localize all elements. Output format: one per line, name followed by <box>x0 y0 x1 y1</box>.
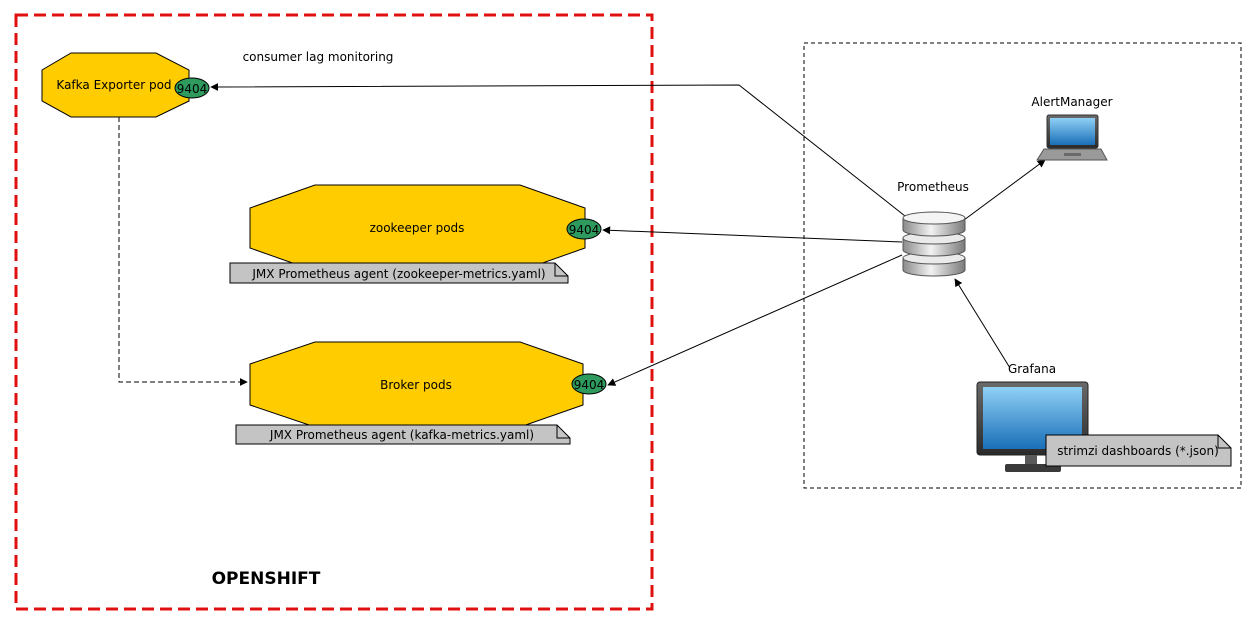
grafana-note: strimzi dashboards (*.json) <box>1045 434 1232 467</box>
prometheus-to-zookeeper-edge <box>602 226 903 243</box>
openshift-boundary <box>14 13 654 611</box>
broker-port-label: 9404 <box>574 378 605 392</box>
broker-port <box>571 373 607 395</box>
alertmanager-label: AlertManager <box>1031 95 1112 109</box>
broker-label: Broker pods <box>380 378 452 392</box>
broker-note: JMX Prometheus agent (kafka-metrics.yaml… <box>235 424 571 445</box>
zookeeper-label: zookeeper pods <box>370 221 465 235</box>
kafka-exporter-pod: Kafka Exporter pod 9404 <box>41 52 210 118</box>
broker-note-text: JMX Prometheus agent (kafka-metrics.yaml… <box>269 428 534 442</box>
kafka-exporter-port <box>174 77 210 99</box>
zookeeper-pods: zookeeper pods 9404 <box>249 184 602 272</box>
zookeeper-note-text: JMX Prometheus agent (zookeeper-metrics.… <box>251 267 545 281</box>
prometheus-label: Prometheus <box>897 180 969 194</box>
zookeeper-port <box>566 218 602 240</box>
grafana-to-prometheus-edge <box>954 278 1011 369</box>
monitoring-boundary <box>803 42 1242 489</box>
prometheus-to-alertmanager-edge <box>963 159 1046 221</box>
prometheus-to-kafka-exporter-edge <box>210 82 906 217</box>
zookeeper-note: JMX Prometheus agent (zookeeper-metrics.… <box>229 262 569 284</box>
grafana-label: Grafana <box>1008 362 1056 376</box>
openshift-title: OPENSHIFT <box>212 569 321 589</box>
kafka-exporter-port-label: 9404 <box>177 82 208 96</box>
kafka-exporter-to-broker-edge <box>118 117 248 386</box>
consumer-lag-label: consumer lag monitoring <box>243 50 394 64</box>
laptop-icon <box>1036 114 1108 161</box>
database-icon <box>902 211 966 277</box>
prometheus-to-broker-edge <box>607 254 903 386</box>
broker-pods: Broker pods 9404 <box>249 341 607 428</box>
kafka-exporter-label: Kafka Exporter pod <box>56 78 171 92</box>
zookeeper-port-label: 9404 <box>569 223 600 237</box>
grafana-note-text: strimzi dashboards (*.json) <box>1057 444 1219 458</box>
